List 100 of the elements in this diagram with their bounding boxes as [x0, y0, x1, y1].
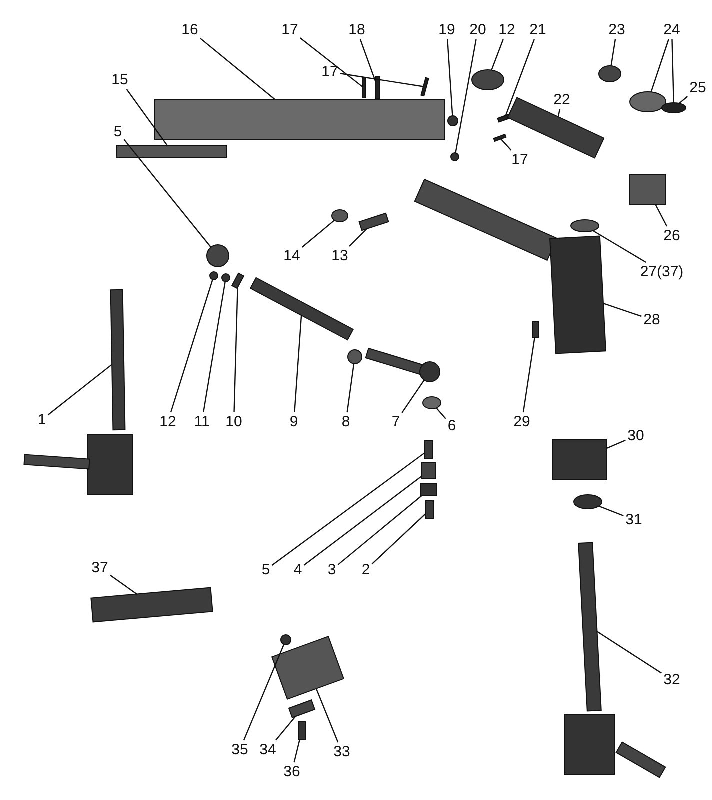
- leader-line: [340, 73, 424, 88]
- leader-line: [338, 496, 422, 566]
- leader-line: [316, 688, 339, 743]
- steering-tube-drawing: [154, 100, 446, 140]
- callout-number: 29: [512, 414, 532, 430]
- callout-number: 4: [292, 562, 304, 578]
- callout-number: 17: [320, 64, 340, 80]
- leader-line: [500, 138, 512, 151]
- ball-joint-drawing: [420, 362, 440, 382]
- callout-number: 11: [193, 414, 211, 430]
- cap-drawing: [552, 440, 608, 480]
- leader-line: [300, 38, 363, 88]
- callout-number: 23: [608, 22, 626, 38]
- leader-line: [200, 38, 276, 100]
- callout-number: 34: [258, 742, 278, 758]
- leader-line: [447, 39, 454, 116]
- washer-drawing: [422, 396, 442, 410]
- leader-line: [455, 39, 477, 154]
- callout-number: 16: [180, 22, 200, 38]
- callout-number: 25: [688, 80, 708, 96]
- boot-drawing: [422, 462, 436, 480]
- callout-number: 8: [340, 414, 352, 430]
- leader-line: [349, 228, 368, 247]
- leader-line: [655, 204, 668, 227]
- callout-number: 10: [224, 414, 244, 430]
- clamp-drawing: [231, 272, 245, 290]
- ball-stud-drawing: [424, 440, 434, 460]
- leader-line: [606, 440, 626, 449]
- leader-line: [272, 452, 426, 566]
- leader-line: [126, 89, 168, 146]
- callout-number: 17: [280, 22, 300, 38]
- callout-number: 30: [626, 428, 646, 444]
- leader-line: [124, 139, 212, 248]
- leader-line: [558, 109, 561, 118]
- leader-line: [650, 39, 670, 92]
- callout-number: 33: [332, 744, 352, 760]
- knuckle-drawing: [564, 714, 616, 776]
- leader-line: [110, 574, 138, 595]
- callout-number: 27(37): [639, 264, 685, 280]
- leader-line: [598, 506, 624, 516]
- kingpin-drawing: [110, 289, 126, 431]
- cotter-pin-drawing: [420, 77, 430, 97]
- callout-number: 26: [662, 228, 682, 244]
- callout-number: 3: [326, 562, 338, 578]
- nut-drawing: [450, 152, 460, 162]
- callout-number: 15: [110, 72, 130, 88]
- leader-line: [491, 39, 504, 70]
- leader-line: [436, 408, 446, 420]
- pin-drawing: [332, 210, 348, 222]
- leader-line: [678, 96, 688, 104]
- callout-number: 24: [662, 22, 682, 38]
- seal-drawing: [630, 92, 666, 112]
- callout-number: 36: [282, 764, 302, 780]
- leader-line: [346, 364, 355, 413]
- leader-line: [596, 631, 662, 674]
- leader-line: [302, 220, 336, 248]
- thread-drawing: [426, 500, 434, 520]
- callout-number: 31: [624, 512, 644, 528]
- callout-number: 9: [288, 414, 300, 430]
- nut-drawing: [420, 484, 438, 496]
- leader-line: [592, 230, 646, 264]
- leader-line: [603, 303, 642, 318]
- callout-number: 37: [90, 560, 110, 576]
- nut-drawing: [348, 350, 362, 364]
- leader-line: [672, 39, 674, 104]
- callout-number: 12: [498, 22, 516, 38]
- callout-number: 35: [230, 742, 250, 758]
- callout-number: 32: [662, 672, 682, 688]
- cotter-pin-drawing: [493, 134, 507, 142]
- callout-number: 12: [158, 414, 178, 430]
- leader-line: [48, 364, 112, 416]
- callout-number: 7: [390, 414, 402, 430]
- knuckle-drawing: [87, 434, 133, 496]
- washer-drawing: [472, 70, 504, 90]
- ring-drawing: [222, 274, 230, 282]
- bearing-drawing: [662, 102, 686, 114]
- callout-number: 5: [112, 124, 124, 140]
- leader-line: [304, 476, 422, 566]
- leader-line: [505, 39, 535, 116]
- pin-drawing: [532, 322, 540, 338]
- spindle-drawing: [24, 454, 90, 470]
- clamp-drawing: [448, 116, 458, 126]
- leader-line: [372, 513, 426, 565]
- sector-shaft-drawing: [570, 220, 600, 232]
- callout-number: 21: [528, 22, 548, 38]
- callout-number: 2: [360, 562, 372, 578]
- leader-line: [234, 288, 238, 413]
- callout-number: 14: [282, 248, 302, 264]
- callout-number: 19: [438, 22, 456, 38]
- callout-number: 20: [468, 22, 488, 38]
- callout-number: 6: [446, 418, 458, 434]
- leader-line: [294, 740, 300, 763]
- callout-number: 22: [552, 92, 572, 108]
- leader-line: [360, 39, 377, 83]
- ring-drawing: [210, 272, 218, 280]
- leader-line: [170, 280, 214, 413]
- steering-box-drawing: [550, 236, 606, 354]
- leader-line: [243, 644, 285, 741]
- leader-line: [402, 380, 425, 414]
- plug-drawing: [630, 174, 666, 206]
